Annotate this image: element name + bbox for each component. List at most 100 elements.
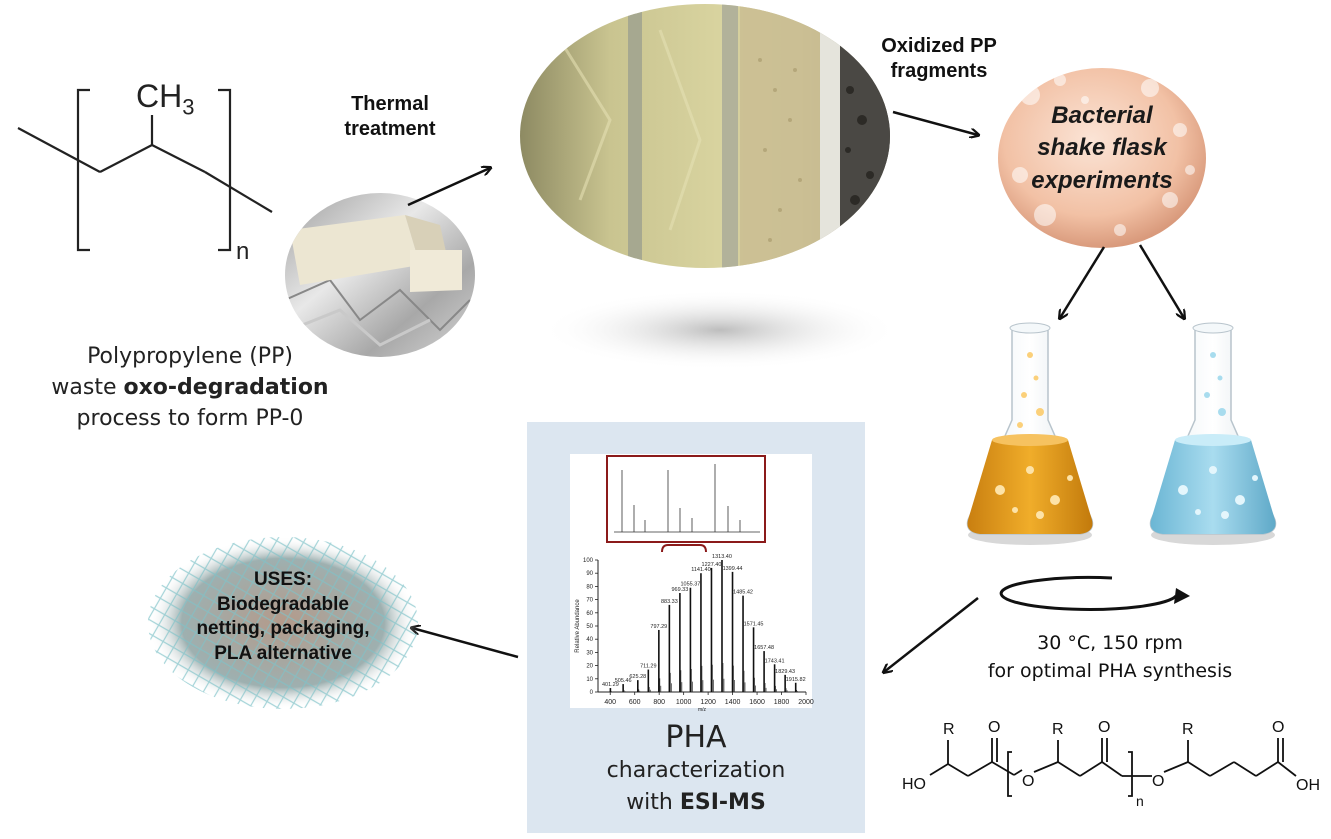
thermal-treatment-label: Thermal treatment bbox=[320, 92, 460, 142]
spectrum-y-tick-label: 30 bbox=[586, 650, 593, 656]
spectrum-x-tick-label: 1200 bbox=[700, 699, 716, 706]
spectrum-peak-label: 1915.82 bbox=[786, 677, 806, 683]
spectrum-peak-label: 1055.37 bbox=[680, 582, 700, 588]
spectrum-y-tick-label: 90 bbox=[586, 571, 593, 577]
pp-caption-line2-bold: oxo-degradation bbox=[123, 374, 329, 400]
conditions-caption: 30 °C, 150 rpm for optimal PHA synthesis bbox=[960, 630, 1260, 685]
spectrum-y-tick-label: 0 bbox=[590, 690, 594, 696]
pha-caption: PHA characterization with ESI-MS bbox=[527, 720, 865, 819]
spectrum-peak-label: 1141.40 bbox=[691, 567, 710, 573]
spectrum-y-tick-label: 70 bbox=[586, 598, 593, 604]
bacterial-line3: experiments bbox=[1031, 166, 1173, 194]
spectrum-bracket bbox=[661, 544, 707, 553]
pp-n-subscript: n bbox=[236, 238, 250, 265]
pp-caption-line3: process to form PP-0 bbox=[76, 405, 304, 431]
pha-o5-label: O bbox=[1272, 719, 1284, 736]
spectrum-labels: 401.29505.46625.28711.29797.29883.33969.… bbox=[602, 554, 806, 688]
spectrum-x-tick-label: 1800 bbox=[774, 699, 790, 706]
bacterial-bubble-text: Bacterial shake flask experiments bbox=[1010, 100, 1194, 197]
spectrum-peak-label: 883.33 bbox=[661, 599, 678, 605]
pha-r1-label: R bbox=[943, 721, 955, 738]
spectrum-peak-label: 1743.41 bbox=[765, 658, 785, 664]
spectrum-x-tick-label: 400 bbox=[604, 699, 616, 706]
ch3-main: CH bbox=[136, 78, 183, 114]
spectrum-peak-label: 401.29 bbox=[602, 682, 619, 688]
thermal-label-line2: treatment bbox=[344, 118, 436, 140]
pha-o3-label: O bbox=[1098, 719, 1110, 736]
spectrum-y-tick-label: 20 bbox=[586, 664, 593, 670]
spectrum-y-tick-label: 40 bbox=[586, 637, 593, 643]
bacterial-line1: Bacterial bbox=[1051, 102, 1153, 129]
uses-line3: netting, packaging, bbox=[196, 618, 370, 640]
spectrum-peak-label: 797.29 bbox=[650, 624, 667, 630]
arrow-to-blue-flask bbox=[1138, 244, 1184, 318]
orange-flask bbox=[966, 322, 1094, 545]
arrow-to-bacterial bbox=[892, 110, 978, 135]
pp-caption-line1: Polypropylene (PP) bbox=[87, 344, 293, 369]
spectrum-bars bbox=[609, 560, 799, 692]
pha-n-label: n bbox=[1136, 793, 1144, 809]
spectrum-peak-label: 1829.43 bbox=[775, 669, 795, 675]
spectrum-peak-label: 505.46 bbox=[615, 678, 632, 684]
uses-line1: USES: bbox=[253, 569, 313, 590]
spectrum-x-tick-label: 1600 bbox=[749, 699, 765, 706]
spectrum-peak-label: 1313.40 bbox=[712, 554, 732, 560]
pha-o1-label: O bbox=[988, 719, 1000, 736]
ch3-subscript: 3 bbox=[182, 94, 195, 120]
arrow-to-uses bbox=[412, 628, 519, 659]
arrow-to-thermal bbox=[407, 168, 490, 207]
uses-line4: PLA alternative bbox=[214, 643, 352, 665]
thermal-label-line1: Thermal bbox=[351, 93, 429, 115]
spectrum-x-tick-label: 2000 bbox=[798, 699, 814, 706]
spectrum-peak-label: 625.28 bbox=[629, 674, 646, 680]
spectrum-inset-peaks bbox=[614, 464, 760, 533]
spectrum-peak-label: 1485.42 bbox=[733, 590, 753, 596]
spectrum-y-tick-label: 10 bbox=[586, 677, 593, 683]
pha-line3-pre: with bbox=[626, 789, 680, 815]
pha-line3: with ESI-MS bbox=[527, 787, 865, 819]
uses-text: USES: Biodegradable netting, packaging, … bbox=[180, 568, 386, 667]
conditions-line2: for optimal PHA synthesis bbox=[987, 659, 1233, 682]
conditions-line1: 30 °C, 150 rpm bbox=[1037, 632, 1183, 654]
uses-line2: Biodegradable bbox=[217, 593, 349, 615]
spectrum-y-label: Relative Abundance bbox=[575, 599, 581, 653]
pha-line2: characterization bbox=[606, 758, 786, 783]
spectrum-peak-label: 1657.48 bbox=[754, 645, 774, 651]
spectrum-x-tick-label: 1000 bbox=[676, 699, 692, 706]
spectrum-peak-label: 1227.40 bbox=[702, 562, 722, 568]
spectrum-x-tick-label: 600 bbox=[629, 699, 641, 706]
pp-caption-line2-pre: waste bbox=[51, 374, 124, 400]
ch3-label: CH3 bbox=[136, 78, 194, 120]
oxidized-label-line1: Oxidized PP bbox=[881, 35, 997, 57]
pha-line3-bold: ESI-MS bbox=[679, 789, 766, 815]
spectrum-x-tick-label: 800 bbox=[653, 699, 665, 706]
oxidized-fragments-label: Oxidized PP fragments bbox=[864, 34, 1014, 84]
bacterial-line2: shake flask bbox=[1037, 134, 1167, 162]
spectrum-y-tick-label: 50 bbox=[586, 624, 593, 630]
pha-o4-label: O bbox=[1152, 773, 1164, 790]
rotation-icon bbox=[999, 575, 1190, 611]
pha-oh-label: OH bbox=[1296, 777, 1320, 794]
pha-ho-label: HO bbox=[902, 776, 926, 793]
arrow-to-pha bbox=[884, 597, 979, 672]
spectrum-y-tick-label: 100 bbox=[583, 558, 594, 564]
spectrum-peak-label: 711.29 bbox=[640, 664, 656, 670]
pha-o2-label: O bbox=[1022, 773, 1034, 790]
pha-title: PHA bbox=[665, 720, 727, 755]
spectrum-inset-frame bbox=[606, 455, 766, 543]
pha-r2-label: R bbox=[1052, 721, 1064, 738]
pp-caption: Polypropylene (PP) waste oxo-degradation… bbox=[20, 342, 360, 434]
spectrum-y-tick-label: 60 bbox=[586, 611, 593, 617]
arrow-to-orange-flask bbox=[1060, 246, 1106, 318]
pp-caption-line2: waste oxo-degradation bbox=[20, 373, 360, 404]
pha-r3-label: R bbox=[1182, 721, 1194, 738]
